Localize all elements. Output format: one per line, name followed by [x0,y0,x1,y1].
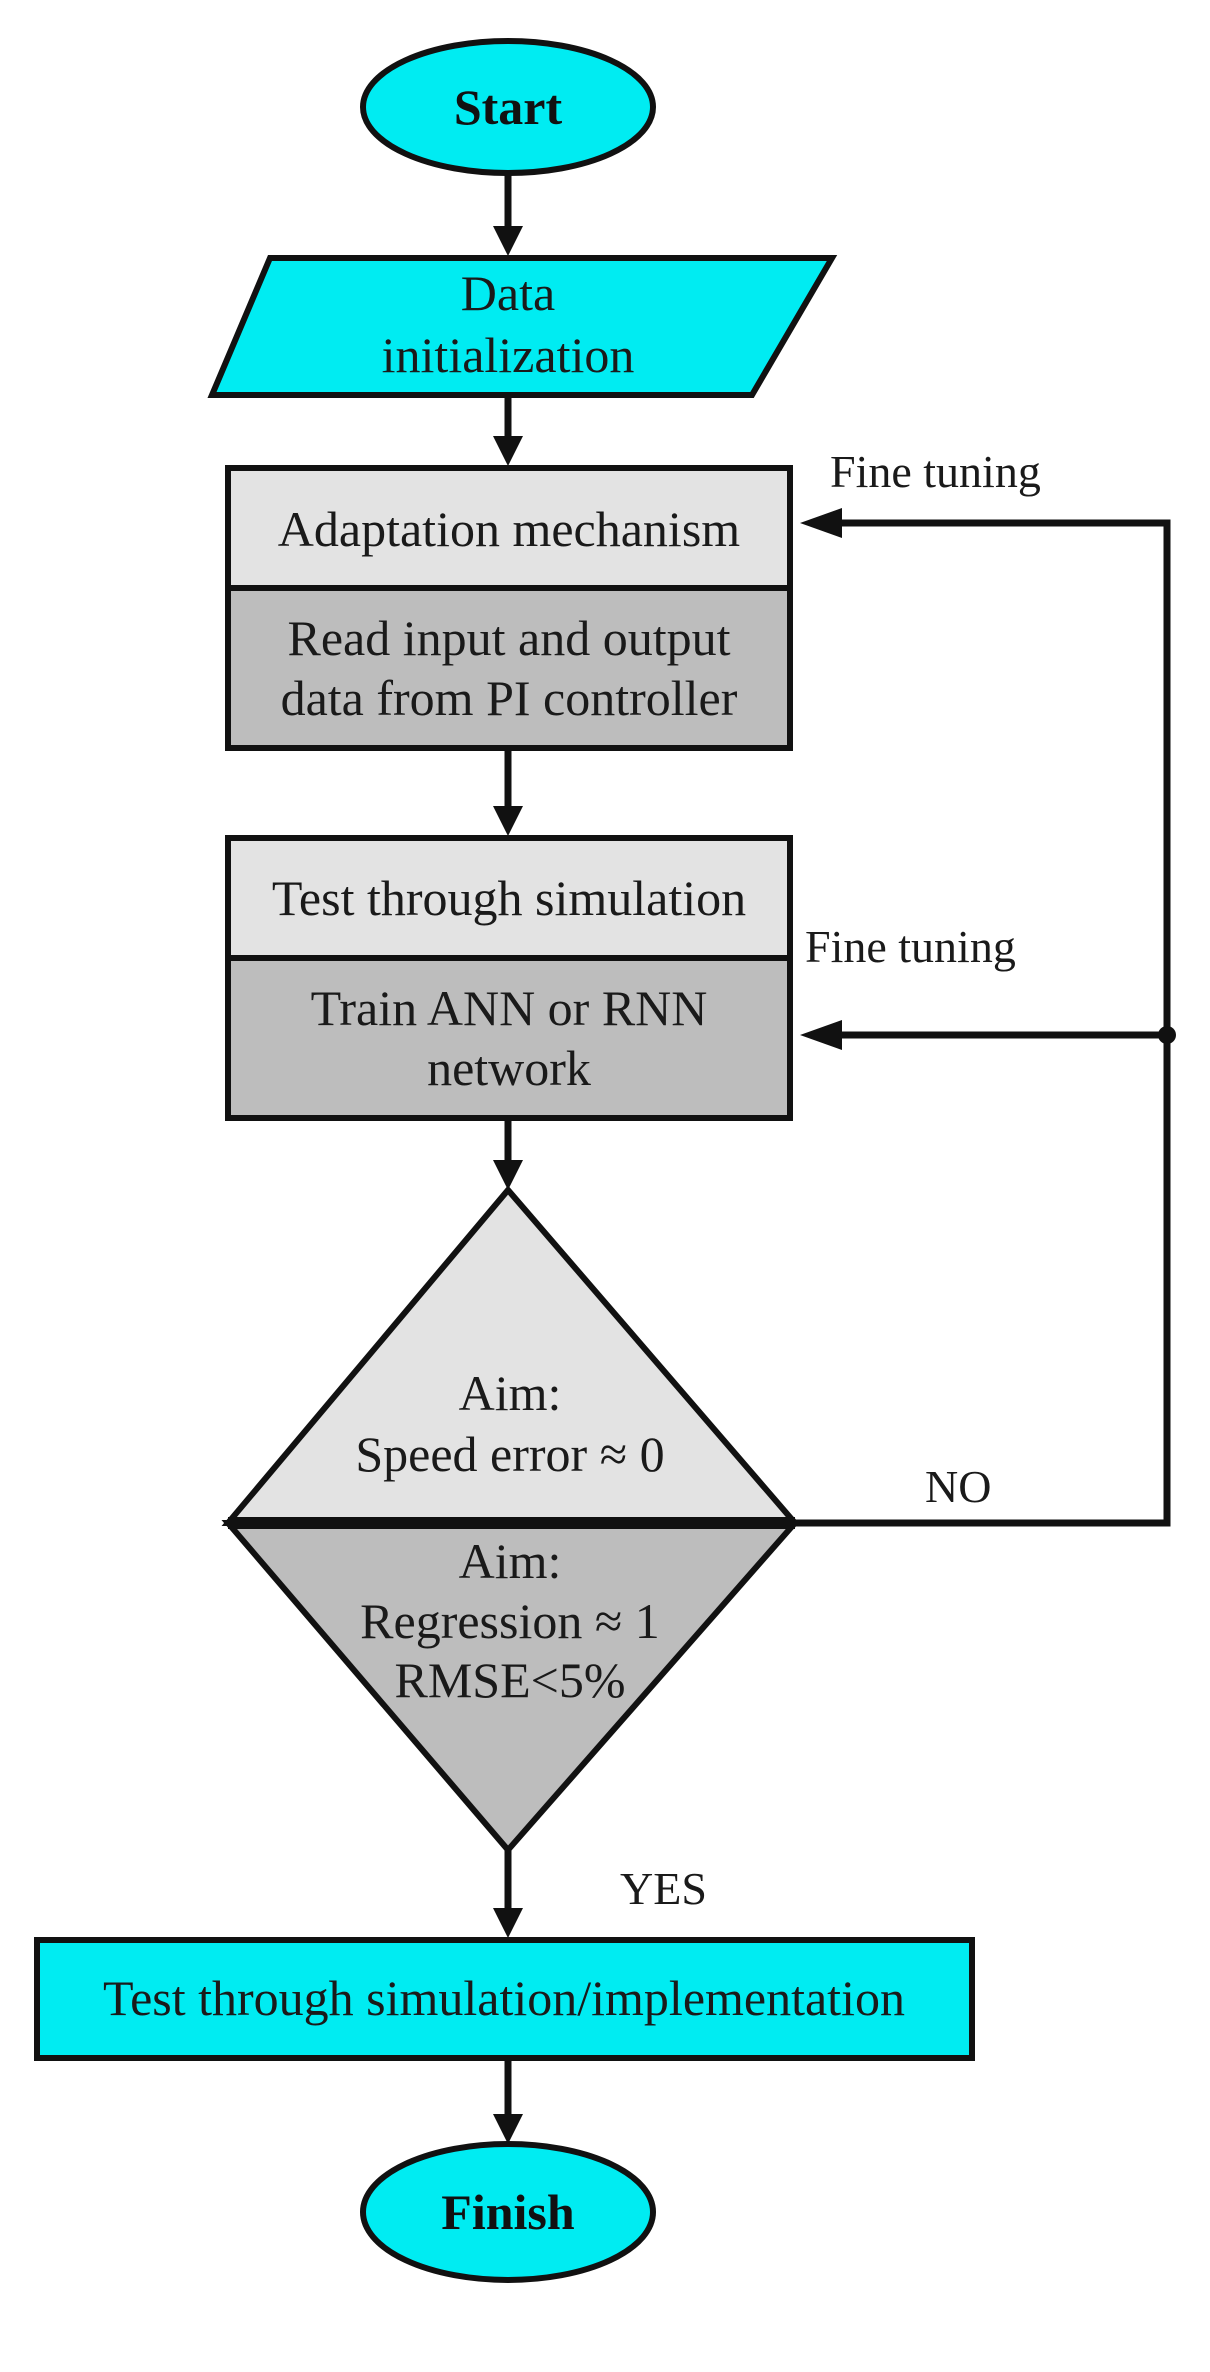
adaptation-block: Adaptation mechanism Read input and outp… [225,465,793,751]
arrowhead-fine-tuning-top [800,508,842,538]
aim-speed-label-line2: Speed error ≈ 0 [355,1426,664,1482]
edge-no-feedback-loop [795,519,1171,1527]
yes-label: YES [620,1863,707,1914]
arrowhead-test-impl-finish [493,2114,523,2144]
read-io-label-line2: data from PI controller [281,670,738,726]
start-terminal: Start [360,38,656,176]
junction-dot [1158,1026,1176,1044]
train-box [225,955,793,1121]
adaptation-label: Adaptation mechanism [278,501,740,557]
adaptation-box [225,465,793,591]
no-label: NO [925,1461,991,1512]
connectors [504,170,1171,2116]
decision-diamond: Aim: Speed error ≈ 0 Aim: Regression ≈ 1… [221,1185,802,1855]
arrowhead-aim-test-impl [493,1908,523,1938]
arrowhead-fine-tuning-mid [800,1020,842,1050]
aim-regression-label-line1: Aim: [459,1533,562,1589]
data-init-label-line1: Data [461,265,555,321]
test-impl-node: Test through simulation/implementation [34,1937,975,2061]
data-init-shape [207,255,838,398]
fine-tuning-mid-label: Fine tuning [805,921,1016,972]
train-label-line1: Train ANN or RNN [311,980,708,1036]
test-sim-label: Test through simulation [272,870,746,926]
aim-regression-label-line2: Regression ≈ 1 [360,1593,660,1649]
arrowheads [493,226,1176,2144]
test-sim-box [225,835,793,961]
data-init-node: Data initialization [207,255,838,398]
finish-ellipse [360,2141,656,2283]
aim-speed-label-line1: Aim: [459,1365,562,1421]
test-impl-box [34,1937,975,2061]
read-io-label-line1: Read input and output [288,610,731,666]
aim-regression-label-line3: RMSE<5% [394,1652,625,1708]
arrowhead-start-data-init [493,226,523,256]
arrowhead-train-aim [493,1160,523,1190]
training-block: Test through simulation Train ANN or RNN… [225,835,793,1121]
start-label: Start [454,79,563,135]
arrowhead-read-test [493,806,523,836]
data-init-label-line2: initialization [382,327,635,383]
finish-terminal: Finish [360,2141,656,2283]
start-ellipse [360,38,656,176]
fine-tuning-top-label: Fine tuning [830,446,1041,497]
train-label-line2: network [427,1040,591,1096]
read-io-box [225,585,793,751]
arrowhead-data-init-adaptation [493,436,523,466]
test-impl-label: Test through simulation/implementation [103,1970,905,2026]
finish-label: Finish [441,2184,575,2240]
